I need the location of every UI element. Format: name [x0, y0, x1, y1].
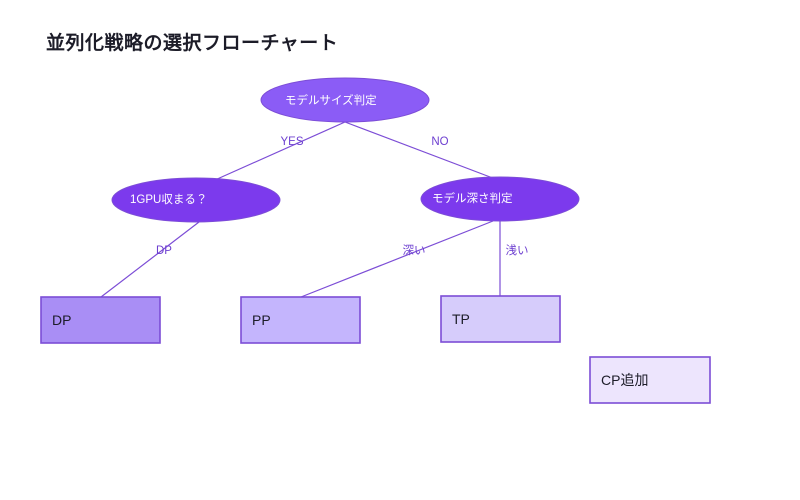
edge-fit1gpu-to-dp: [100, 221, 200, 298]
node-dp-box[interactable]: DP: [40, 296, 161, 344]
node-tp-box[interactable]: TP: [440, 295, 561, 343]
node-dp-label: DP: [52, 312, 71, 328]
edge-label-dp: DP: [156, 245, 172, 257]
node-cp-add-box[interactable]: CP追加: [589, 356, 711, 404]
edge-depth-to-pp: [300, 220, 494, 298]
node-dp-shape[interactable]: [40, 296, 161, 344]
edge-size-to-fit1gpu: [214, 121, 346, 181]
node-tp-label: TP: [452, 311, 470, 327]
node-1gpu-fit-shape[interactable]: [111, 177, 281, 223]
edge-label-yes: YES: [280, 136, 303, 148]
node-cp-add-shape[interactable]: [589, 356, 711, 404]
page-title: 並列化戦略の選択フローチャート: [46, 33, 339, 54]
node-model-size-decision[interactable]: モデルサイズ判定: [260, 77, 430, 123]
node-pp-label: PP: [252, 312, 271, 328]
node-pp-shape[interactable]: [240, 296, 361, 344]
node-model-size-label: モデルサイズ判定: [285, 93, 377, 107]
node-model-depth-shape[interactable]: [420, 176, 580, 222]
node-tp-shape[interactable]: [440, 295, 561, 343]
node-model-depth-label: モデル深さ判定: [432, 191, 513, 205]
node-model-depth-decision[interactable]: モデル深さ判定: [420, 176, 580, 222]
edge-label-no: NO: [431, 136, 448, 148]
node-pp-box[interactable]: PP: [240, 296, 361, 344]
node-cp-add-label: CP追加: [601, 372, 648, 388]
node-model-size-shape[interactable]: [260, 77, 430, 123]
edge-size-to-depth: [344, 121, 499, 181]
edge-label-deep: 深い: [403, 243, 426, 257]
edge-label-group: YES NO DP 深い 浅い: [156, 136, 528, 257]
node-1gpu-fit-decision[interactable]: 1GPU収まる？: [111, 177, 281, 223]
edge-group: [100, 121, 501, 298]
edge-label-shallow: 浅い: [506, 244, 529, 257]
node-1gpu-fit-label: 1GPU収まる？: [130, 193, 207, 206]
